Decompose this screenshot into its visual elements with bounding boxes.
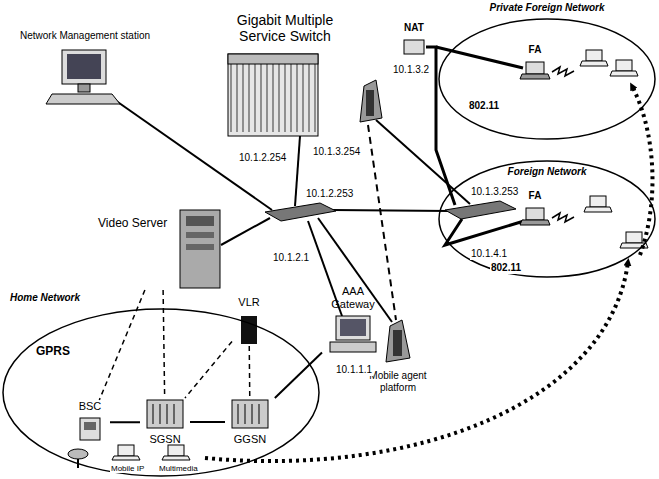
address-label: 802.11: [468, 100, 500, 112]
server-box: Video Server: [95, 205, 230, 290]
address-label: GPRS: [35, 345, 71, 359]
node-label: VLR: [238, 296, 259, 309]
link-line: [99, 290, 145, 400]
ggsn-box: GGSN: [225, 398, 275, 446]
network-ellipse: Private Foreign NetworkFA: [438, 2, 656, 140]
link-line: [248, 346, 250, 398]
node-label: FA: [529, 44, 542, 56]
gateway-box: AAA Gateway: [322, 285, 384, 360]
address-label: 10.1.3.2: [392, 64, 430, 76]
network-ellipse: Home Network VLR BSC SGSN GGSN: [2, 292, 320, 477]
node-label: Gigabit Multiple Service Switch: [215, 12, 355, 44]
address-label: 10.1.1.1: [335, 364, 373, 376]
address-label: 802.11: [490, 262, 522, 274]
link-line: [190, 421, 225, 423]
fa-box: FA: [520, 190, 550, 230]
vlr-box: VLR: [232, 296, 266, 346]
node-label: GGSN: [234, 433, 266, 446]
ellipse-outline: [438, 160, 656, 278]
node-label: NAT: [404, 22, 424, 34]
platform-box: Mobile agent platform: [360, 318, 436, 393]
node-label: Foreign Network: [508, 166, 587, 178]
node-label: FA: [529, 190, 542, 202]
address-label: 10.1.3.254: [312, 146, 361, 158]
address-label: 10.1.2.253: [305, 188, 354, 200]
node-label: AAA Gateway: [322, 285, 384, 310]
node-label: Video Server: [98, 217, 167, 231]
link-line: [185, 341, 232, 398]
link-line: [163, 290, 165, 398]
bsc-box: BSC: [70, 400, 110, 445]
node-label: Private Foreign Network: [489, 2, 604, 14]
address-label: Mobile IP: [110, 464, 145, 473]
link-line: [110, 421, 140, 423]
node-label: BSC: [79, 400, 102, 413]
address-label: 10.1.2.1: [272, 252, 310, 264]
address-label: 10.1.2.254: [238, 152, 287, 164]
address-label: 10.1.4.1: [470, 248, 508, 260]
ellipse-outline: [438, 2, 656, 140]
switch-box: Gigabit Multiple Service Switch: [215, 12, 355, 140]
ellipse-outline: [2, 292, 320, 477]
node-label: SGSN: [149, 433, 180, 446]
sgsn-box: SGSN: [140, 398, 190, 446]
address-label: 10.1.3.253: [470, 186, 519, 198]
station-box: Network Management station: [10, 30, 160, 115]
node-label: Network Management station: [20, 30, 150, 42]
address-label: Multimedia: [158, 464, 199, 473]
node-label: Home Network: [10, 292, 80, 304]
nat-box: NAT: [398, 22, 430, 60]
network-ellipse: Foreign NetworkFA: [438, 160, 656, 278]
fa-box: FA: [520, 44, 550, 84]
